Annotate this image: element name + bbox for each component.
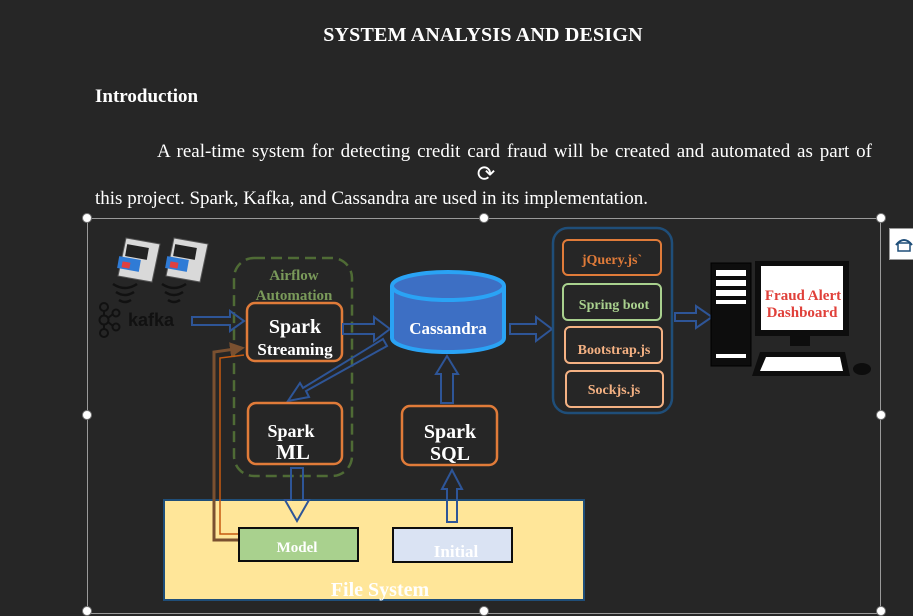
sockjs-label: Sockjs.js — [588, 383, 641, 398]
airflow-label-line1: Airflow — [269, 268, 318, 284]
airflow-automation-group — [232, 256, 354, 478]
arrow-streaming-to-cassandra — [342, 315, 392, 343]
arrow-web-to-dashboard — [674, 304, 714, 330]
resize-handle-left[interactable] — [82, 410, 92, 420]
model-label: Model — [277, 540, 318, 556]
resize-handle-bottom-left[interactable] — [82, 606, 92, 616]
spark-streaming-label-line1: Spark — [269, 316, 322, 338]
initial-box — [392, 527, 513, 563]
initial-label: Initial — [434, 542, 479, 561]
resize-handle-right[interactable] — [876, 410, 886, 420]
sockjs-box — [565, 370, 664, 408]
card-terminal-icon — [112, 237, 161, 304]
bootstrap-box — [564, 326, 663, 364]
arrow-initial-to-sql — [440, 467, 464, 523]
jquery-box — [562, 239, 662, 276]
spark-streaming-label-line2: Streaming — [257, 340, 333, 359]
dashboard-label-line1: Fraud Alert — [765, 288, 841, 304]
resize-handle-bottom-right[interactable] — [876, 606, 886, 616]
spark-ml-label-line1: Spark — [267, 421, 314, 441]
resize-handle-top-left[interactable] — [82, 213, 92, 223]
spark-sql-label-line1: Spark — [424, 421, 477, 443]
bootstrap-label: Bootstrap.js — [578, 343, 651, 358]
layout-options-icon — [895, 239, 913, 252]
web-stack-group — [551, 226, 674, 415]
kafka-label: kafka — [128, 310, 175, 330]
resize-handle-top[interactable] — [479, 213, 489, 223]
arrow-model-to-streaming-inner — [219, 354, 245, 535]
kafka-logo-icon — [98, 302, 121, 338]
spring-boot-box — [562, 283, 662, 321]
resize-handle-bottom[interactable] — [479, 606, 489, 616]
card-terminal-icon — [161, 237, 209, 304]
jquery-label: jQuery.js` — [581, 253, 642, 268]
intro-paragraph: A real-time system for detecting credit … — [95, 141, 872, 209]
spark-ml-box — [246, 401, 344, 466]
spark-sql-box — [400, 404, 499, 467]
monitor-icon — [752, 261, 871, 376]
file-system-box — [163, 499, 585, 601]
rotate-handle-icon[interactable]: ⟳ — [476, 162, 496, 187]
arrow-ml-to-model — [283, 467, 311, 524]
arrow-model-to-streaming — [212, 342, 245, 542]
arrow-sql-to-cassandra — [434, 354, 460, 404]
diagram-selection-frame — [87, 218, 881, 614]
section-heading: Introduction — [95, 86, 199, 107]
file-system-label: File System — [331, 579, 430, 601]
spark-ml-label-line2: ML — [276, 440, 310, 464]
layout-options-button[interactable] — [889, 228, 913, 260]
cassandra-label: Cassandra — [409, 319, 487, 338]
computer-tower-icon — [710, 262, 752, 367]
model-box — [238, 527, 359, 562]
cassandra-database — [390, 270, 506, 354]
resize-handle-top-right[interactable] — [876, 213, 886, 223]
airflow-label-line2: Automation — [256, 288, 333, 304]
spring-boot-label: Spring boot — [579, 298, 650, 313]
arrow-cassandra-to-web — [509, 315, 554, 343]
arrow-kafka-to-streaming — [191, 309, 246, 333]
document-heading: SYSTEM ANALYSIS AND DESIGN — [323, 24, 643, 46]
spark-sql-label-line2: SQL — [430, 443, 470, 465]
dashboard-label-line2: Dashboard — [767, 305, 839, 321]
arrow-cassandra-to-ml — [285, 337, 389, 403]
